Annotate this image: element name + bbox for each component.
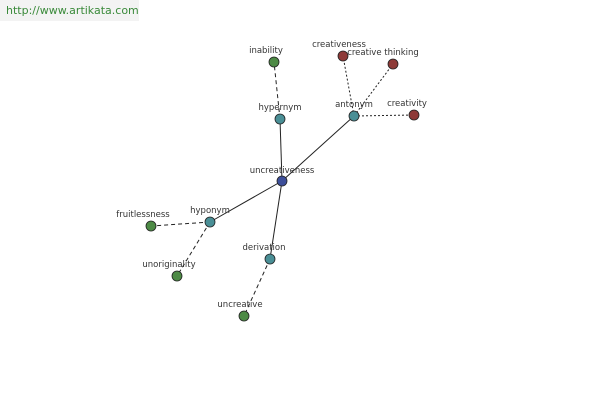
edge-uncreativeness-to-hyponym [209, 180, 283, 223]
node-label-hyponym: hyponym [190, 206, 230, 216]
node-circle-antonym[interactable] [348, 110, 360, 122]
node-inability[interactable]: inability [249, 46, 283, 68]
node-uncreative[interactable]: uncreative [217, 300, 263, 322]
node-label-fruitlessness: fruitlessness [116, 210, 170, 220]
watermark-url: http://www.artikata.com [0, 0, 139, 21]
node-hypernym[interactable]: hypernym [258, 103, 302, 125]
node-creativity[interactable]: creativity [387, 99, 427, 121]
edge-antonym-to-creative-thinking [353, 63, 394, 117]
edge-uncreativeness-to-antonym [281, 115, 355, 182]
edge-hyponym-to-fruitlessness [150, 221, 211, 227]
node-circle-fruitlessness[interactable] [145, 220, 157, 232]
node-circle-uncreative[interactable] [238, 310, 250, 322]
node-hyponym[interactable]: hyponym [190, 206, 230, 228]
edge-uncreativeness-to-hypernym [279, 118, 283, 182]
node-label-antonym: antonym [335, 100, 373, 110]
node-label-creativeness: creativeness [312, 40, 366, 50]
node-circle-derivation[interactable] [264, 253, 276, 265]
edge-hyponym-to-unoriginality [176, 221, 211, 277]
node-fruitlessness[interactable]: fruitlessness [116, 210, 170, 232]
edge-uncreativeness-to-derivation [269, 180, 283, 260]
node-circle-creativeness[interactable] [337, 50, 349, 62]
edges-layer [150, 55, 415, 317]
node-uncreativeness[interactable]: uncreativeness [250, 166, 315, 187]
node-derivation[interactable]: derivation [242, 243, 286, 265]
node-label-hypernym: hypernym [258, 103, 301, 113]
node-circle-unoriginality[interactable] [171, 270, 183, 282]
node-label-uncreativeness: uncreativeness [250, 166, 315, 176]
node-label-inability: inability [249, 46, 283, 56]
nodes-layer: uncreativeness hypernym antonym hyponym deri… [116, 40, 427, 322]
node-creative-thinking[interactable]: creative thinking [347, 48, 419, 70]
node-unoriginality[interactable]: unoriginality [142, 260, 196, 282]
node-circle-hypernym[interactable] [274, 113, 286, 125]
node-circle-inability[interactable] [268, 56, 280, 68]
edge-derivation-to-uncreative [243, 258, 271, 317]
node-circle-creativity[interactable] [408, 109, 420, 121]
node-antonym[interactable]: antonym [335, 100, 373, 122]
node-circle-creative-thinking[interactable] [387, 58, 399, 70]
node-label-unoriginality: unoriginality [142, 260, 195, 270]
node-label-uncreative: uncreative [217, 300, 262, 310]
node-circle-hyponym[interactable] [204, 216, 216, 228]
node-circle-uncreativeness[interactable] [276, 175, 288, 187]
node-label-derivation: derivation [242, 243, 285, 253]
node-label-creativity: creativity [387, 99, 427, 109]
edge-antonym-to-creativity [353, 114, 415, 117]
node-creativeness[interactable]: creativeness [312, 40, 366, 62]
edge-hypernym-to-inability [273, 61, 281, 120]
node-label-creative-thinking: creative thinking [347, 48, 419, 58]
